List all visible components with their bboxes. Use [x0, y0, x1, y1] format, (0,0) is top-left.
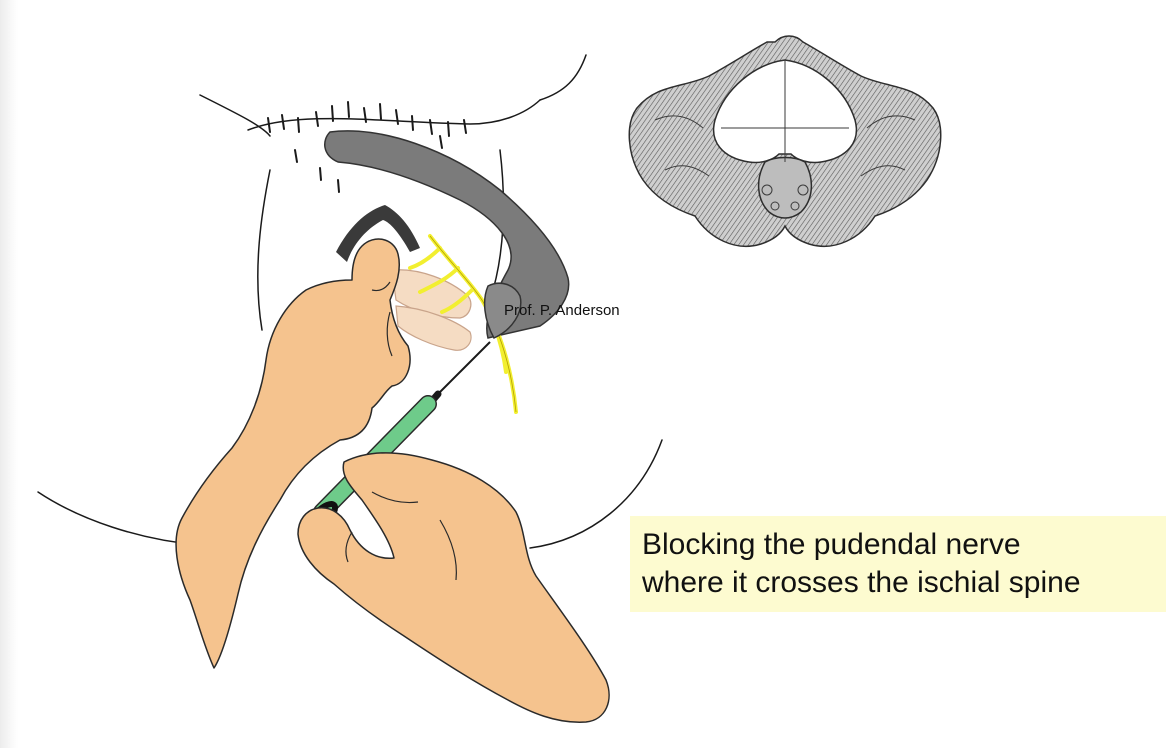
ischial-spine: [483, 282, 522, 339]
left-hand: [175, 238, 411, 669]
slide-left-edge: [0, 0, 18, 748]
right-hand-details: [345, 491, 457, 581]
caption-line-2: where it crosses the ischial spine: [642, 566, 1081, 599]
author-credit: Prof. P. Anderson: [504, 302, 620, 319]
right-hand: [297, 452, 610, 723]
left-hand-details: [371, 281, 393, 357]
caption-box: Blocking the pudendal nerve where it cro…: [630, 516, 1166, 612]
pelvis-illustration: [628, 35, 942, 248]
vaginal-opening: [336, 205, 420, 262]
pudendal-nerve-outline: [429, 235, 517, 413]
guiding-fingers: [391, 269, 472, 351]
caption-line-1: Blocking the pudendal nerve: [642, 528, 1021, 561]
